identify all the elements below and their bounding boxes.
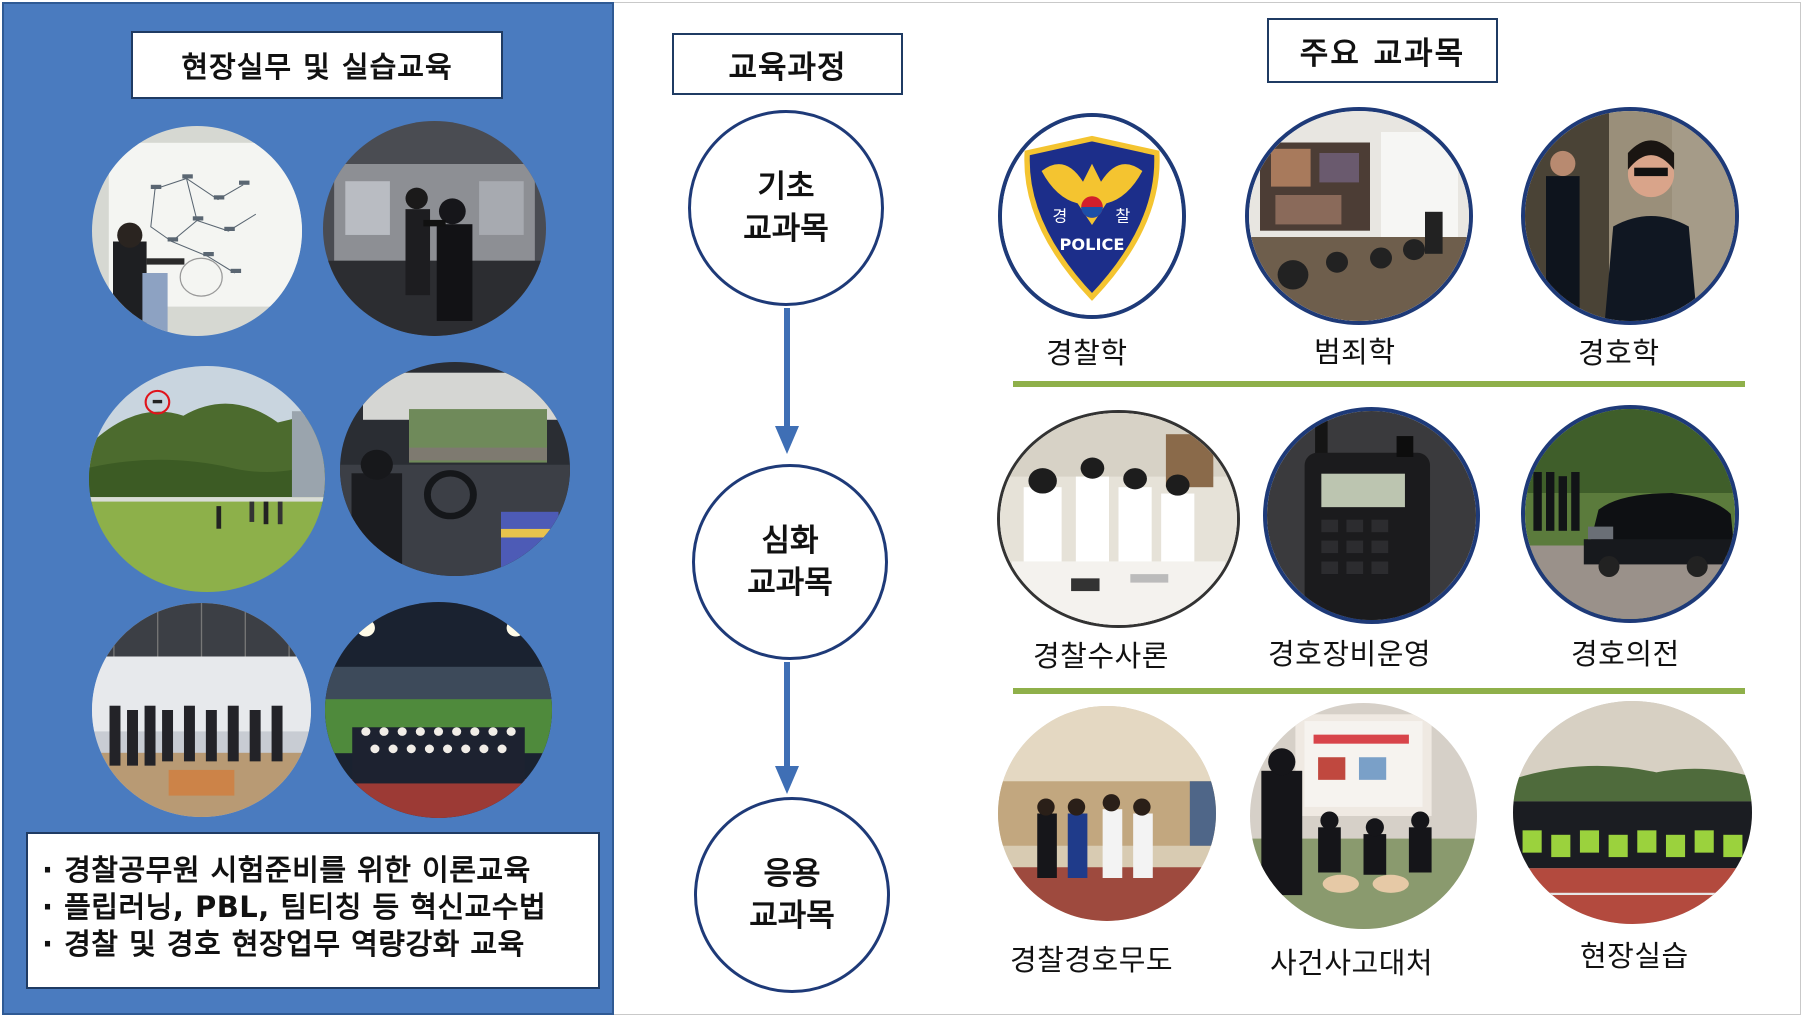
training-hall-photo bbox=[92, 603, 311, 817]
stage-applied-line2: 교과목 bbox=[749, 898, 835, 934]
arrow-down-icon bbox=[775, 308, 799, 454]
criminology-class-photo bbox=[1245, 107, 1473, 325]
subject-security-protocol: 경호의전 bbox=[1571, 637, 1680, 671]
badge-left-char: 경 bbox=[1052, 206, 1067, 225]
curriculum-title: 교육과정 bbox=[672, 33, 903, 95]
stage-basic-line1: 기초 bbox=[757, 169, 815, 205]
police-badge-icon: 경 찰 POLICE bbox=[998, 113, 1186, 319]
stage-applied: 응용 교과목 bbox=[694, 797, 890, 993]
cpr-training-photo bbox=[1250, 703, 1477, 929]
stage-advanced: 심화 교과목 bbox=[692, 464, 888, 660]
field-training-title: 현장실무 및 실습교육 bbox=[131, 31, 503, 99]
subject-martial-arts: 경찰경호무도 bbox=[1010, 943, 1174, 977]
protocol-car-photo bbox=[1521, 405, 1739, 623]
field-training-panel: 현장실무 및 실습교육 bbox=[2, 2, 614, 1015]
subject-police-investigation: 경찰수사론 bbox=[1033, 639, 1169, 673]
subject-criminology: 범죄학 bbox=[1314, 335, 1396, 369]
education-summary-box: · 경찰공무원 시험준비를 위한 이론교육 · 플립러닝, PBL, 팀티칭 등… bbox=[26, 832, 600, 989]
stadium-group-photo bbox=[325, 602, 552, 818]
shooting-range-photo bbox=[323, 121, 546, 336]
radio-equipment-photo bbox=[1263, 407, 1480, 624]
stage-applied-line1: 응용 bbox=[763, 856, 821, 892]
badge-right-char: 찰 bbox=[1115, 206, 1130, 225]
subject-incident-response: 사건사고대처 bbox=[1270, 946, 1434, 980]
subject-security-studies: 경호학 bbox=[1578, 336, 1660, 370]
summary-line-field-competency: · 경찰 및 경호 현장업무 역량강화 교육 bbox=[42, 927, 525, 961]
main-subjects-title: 주요 교과목 bbox=[1267, 18, 1498, 83]
arrow-down-icon bbox=[775, 662, 799, 794]
stage-basic-line2: 교과목 bbox=[743, 211, 829, 247]
drone-field-photo bbox=[89, 366, 325, 592]
summary-line-theory: · 경찰공무원 시험준비를 위한 이론교육 bbox=[42, 853, 531, 887]
driving-simulator-photo bbox=[340, 362, 570, 576]
field-practice-photo bbox=[1513, 701, 1752, 924]
badge-police-text: POLICE bbox=[1060, 235, 1125, 254]
stage-advanced-line2: 교과목 bbox=[747, 565, 833, 601]
martial-arts-photo bbox=[998, 706, 1216, 921]
divider-advanced-applied bbox=[1013, 688, 1745, 694]
lecture-screen-photo bbox=[92, 126, 302, 336]
stage-advanced-line1: 심화 bbox=[761, 523, 819, 559]
subject-field-practice: 현장실습 bbox=[1580, 939, 1689, 973]
stage-basic: 기초 교과목 bbox=[688, 110, 884, 306]
security-guard-photo bbox=[1521, 107, 1739, 325]
investigation-class-photo bbox=[997, 410, 1240, 628]
subject-security-equipment: 경호장비운영 bbox=[1268, 637, 1432, 671]
subject-police-science: 경찰학 bbox=[1046, 336, 1128, 370]
summary-line-teaching-methods: · 플립러닝, PBL, 팀티칭 등 혁신교수법 bbox=[42, 890, 547, 924]
divider-basic-advanced bbox=[1013, 381, 1745, 387]
